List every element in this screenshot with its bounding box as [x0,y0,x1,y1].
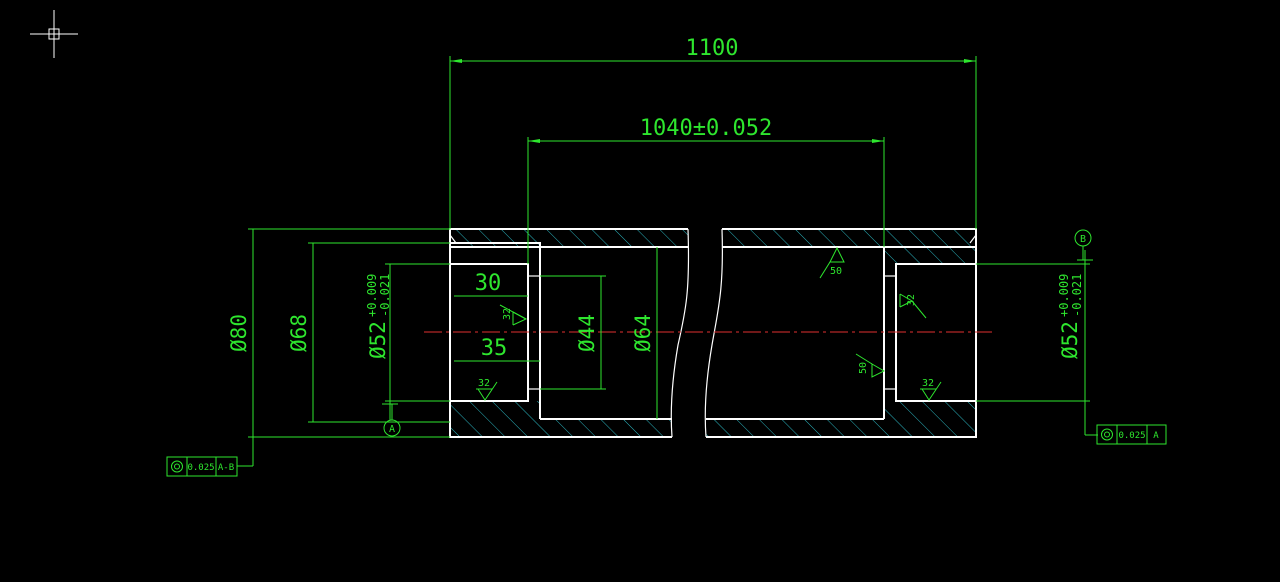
right-step-top-hatch [884,247,976,264]
right-bore-base: Ø52 [1058,321,1082,359]
outline-right [706,228,977,438]
left-bore-lower-tol: -0.021 [378,274,392,317]
right-bore-lower-tol: -0.021 [1070,274,1084,317]
dim-diameter-inner-small: Ø44 [575,314,599,352]
datum-a-label: A [389,424,395,435]
roughness-symbol-icon: 32 [499,304,528,326]
datum-a: A [383,404,401,437]
right-bore-upper-tol: +0.009 [1057,274,1071,317]
wall-top-left-hatch [450,229,688,247]
roughness-symbol-icon: 32 [899,293,927,319]
dimension-lines [237,56,1098,467]
datum-b: B [1074,229,1092,260]
left-bore-upper-tol: +0.009 [365,274,379,317]
roughness-inner-top: 50 [830,266,842,277]
wall-bottom-left-hatch [450,419,672,437]
left-shoulder [450,242,541,419]
roughness-left-bore-face: 32 [502,308,513,320]
roughness-right-bore-face: 32 [906,294,917,306]
roughness-inner-right: 50 [858,362,869,374]
datum-b-label: B [1080,234,1086,245]
roughness-right-bore-bottom: 32 [922,378,934,389]
dim-left-bearing-bore: Ø52 +0.009 -0.021 [365,274,392,359]
break-line-left [670,228,690,438]
right-step-bottom-hatch [884,401,976,419]
chamfer-marks [449,234,977,244]
wall-bottom-right-hatch [706,419,976,437]
roughness-symbol-icon: 50 [855,353,886,378]
break-line-right [704,228,723,438]
dim-diameter-shoulder: Ø68 [287,314,311,352]
outline-left [449,228,688,438]
roughness-symbol-icon: 32 [476,378,498,401]
roughness-symbol-icon: 32 [920,378,942,401]
wall-top-right-hatch [722,229,976,247]
concentricity-icon [1101,428,1113,441]
dim-diameter-inner: Ø64 [631,314,655,352]
tolerance-right-value: 0.025 [1118,431,1145,441]
concentricity-icon [171,460,183,473]
part-section [449,228,977,438]
tolerance-left-datum: A-B [218,463,234,473]
tolerance-right-datum: A [1153,431,1159,441]
dim-diameter-outer: Ø80 [227,314,251,352]
dim-right-bearing-bore: Ø52 +0.009 -0.021 [1057,274,1084,359]
dim-left-bore-depth: 30 [475,271,502,296]
crosshair-cursor-icon [30,10,78,58]
dim-bearing-span: 1040±0.052 [640,116,772,141]
dim-left-step-length: 35 [481,336,508,361]
tolerance-frame-left: 0.025 A-B [166,456,238,477]
roughness-symbol-icon: 50 [819,246,845,279]
tolerance-left-value: 0.025 [187,463,214,473]
left-step-bottom-hatch [450,401,540,419]
tolerance-frame-right: 0.025 A [1096,424,1167,445]
dim-overall-length: 1100 [686,36,739,61]
roughness-left-bore-bottom: 32 [478,378,490,389]
left-bore-base: Ø52 [366,321,390,359]
